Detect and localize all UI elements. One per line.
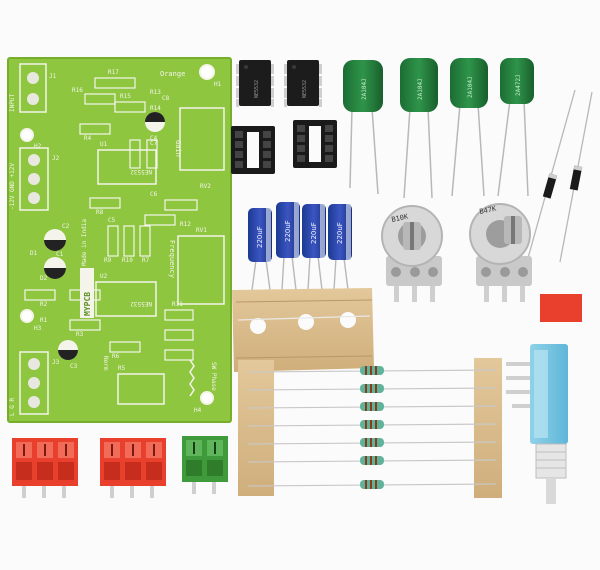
elec-cap-3-label: 220uF xyxy=(310,222,318,244)
ref-c7: C7 xyxy=(150,140,158,147)
pcb-ic-label-2: NE5532 xyxy=(130,300,152,307)
pcb-label-norm: Norm xyxy=(102,356,109,371)
pcb-label-left-top: INPUT xyxy=(9,94,16,112)
ic-chip-1-label: NE5532 xyxy=(254,80,260,98)
ref-r10: R10 xyxy=(122,257,133,264)
ref-r16: R16 xyxy=(72,87,83,94)
pcb-board: INPUT -12V GND +12V L G R Orange Gain Fr… xyxy=(7,57,232,423)
film-capacitor-2: 2A104J xyxy=(400,58,438,199)
ref-c4: C4 xyxy=(150,135,158,142)
ref-u2: U2 xyxy=(100,273,108,280)
film-capacitor-2-label: 2A104J xyxy=(417,78,424,100)
film-capacitor-1-label: 2A104J xyxy=(361,78,368,100)
film-capacitor-4-label: 2A472J xyxy=(515,74,522,96)
potentiometer-b47k: B47K xyxy=(469,203,532,302)
ref-d1: D1 xyxy=(30,250,38,257)
ref-r4: R4 xyxy=(84,135,92,142)
ref-h2: H2 xyxy=(34,143,42,150)
pcb-ic-label-1: NE5532 xyxy=(130,168,152,175)
ref-r7: R7 xyxy=(142,257,150,264)
pcb-made-in: Made in India xyxy=(81,219,88,266)
ref-c8: C8 xyxy=(162,95,170,102)
elec-cap-2-label: 220uF xyxy=(284,220,292,242)
ref-r5: R5 xyxy=(118,365,126,372)
ref-r17: R17 xyxy=(108,69,119,76)
ref-r2: R2 xyxy=(40,301,48,308)
ref-r8: R8 xyxy=(96,209,104,216)
pcb-label-frequency: Frequency xyxy=(168,240,176,278)
elec-cap-4-label: 220uF xyxy=(336,222,344,244)
ref-d2: D2 xyxy=(40,275,48,282)
ref-r14: R14 xyxy=(150,105,161,112)
ic-chip-1: NE5532 xyxy=(236,60,274,107)
ref-c1: C1 xyxy=(56,251,64,258)
ic-socket-2 xyxy=(293,120,337,168)
ref-r15: R15 xyxy=(120,93,131,100)
film-capacitor-4: 2A472J xyxy=(497,58,534,197)
ref-r9: R9 xyxy=(104,257,112,264)
ic-socket-1 xyxy=(231,126,275,174)
ref-j1: J1 xyxy=(49,73,57,80)
film-capacitor-1: 2A104J xyxy=(343,60,383,195)
ref-r1: R1 xyxy=(40,317,48,324)
ref-c2: C2 xyxy=(62,223,70,230)
tape-strip-top xyxy=(232,288,374,372)
pcb-label-sw-phase: SW Phase xyxy=(210,362,217,391)
push-switch xyxy=(506,344,568,504)
ref-rv2: RV2 xyxy=(200,183,211,190)
pcb-label-left-mid: -12V GND +12V xyxy=(9,163,16,210)
ic-chip-2-label: NE5532 xyxy=(302,80,308,98)
ref-c3: C3 xyxy=(70,363,78,370)
potentiometer-b10k-label: B10K xyxy=(391,212,410,223)
resistor-tape xyxy=(238,358,502,498)
ref-rv1: RV1 xyxy=(196,227,207,234)
ref-c6: C6 xyxy=(150,191,158,198)
screw-terminal-red-2 xyxy=(100,438,166,498)
resistor-bodies xyxy=(360,366,384,489)
ref-r3: R3 xyxy=(76,331,84,338)
ref-j3: J3 xyxy=(52,359,60,366)
ref-r12: R12 xyxy=(180,221,191,228)
ref-h3: H3 xyxy=(34,325,42,332)
pcb-label-lgr: L G R xyxy=(9,398,16,416)
ref-c5: C5 xyxy=(108,217,116,224)
ref-r13: R13 xyxy=(150,89,161,96)
diode-2 xyxy=(559,91,593,263)
ic-chip-2: NE5532 xyxy=(284,60,322,107)
potentiometer-b47k-label: B47K xyxy=(479,204,498,215)
screw-terminal-green xyxy=(182,436,228,494)
ref-r11: R11 xyxy=(172,301,183,308)
pcb-label-gain: Gain xyxy=(174,140,182,157)
pcb-reference-designators: J1 J2 J3 R17 R16 R15 R14 R13 R12 R11 R10… xyxy=(30,69,222,414)
ref-r6: R6 xyxy=(112,353,120,360)
screw-terminal-red-1 xyxy=(12,438,78,498)
potentiometer-b10k: B10K xyxy=(381,205,443,302)
film-capacitor-3-label: 2A104J xyxy=(467,76,474,98)
pcb-label-orange: Orange xyxy=(160,70,185,78)
ref-h1: H1 xyxy=(214,81,222,88)
electrolytic-capacitors: 220uF 220uF 220uF 220uF xyxy=(248,202,352,291)
ref-u1: U1 xyxy=(100,141,108,148)
film-capacitor-3: 2A104J xyxy=(450,58,488,197)
pot-knob-cap xyxy=(540,294,582,322)
ref-h4: H4 xyxy=(194,407,202,414)
pcb-brand: MYPCB xyxy=(83,292,92,316)
diode-1 xyxy=(527,89,576,259)
ref-j2: J2 xyxy=(52,155,60,162)
elec-cap-1-label: 220uF xyxy=(256,226,264,248)
